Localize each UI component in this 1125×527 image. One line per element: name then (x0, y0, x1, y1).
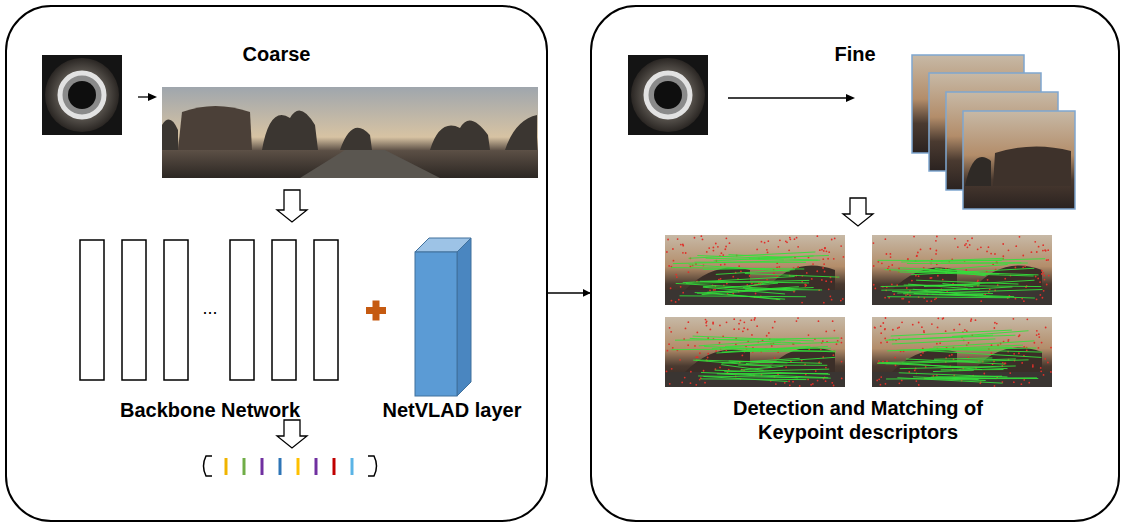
matching-image (665, 317, 845, 387)
small-arrow (138, 93, 157, 101)
hollow-arrow (843, 198, 873, 226)
network-layer (80, 240, 104, 380)
panel-title: Fine (592, 43, 1118, 66)
caption-label: NetVLAD layer (357, 398, 547, 422)
hollow-arrow (277, 190, 307, 222)
panel-box: Coarse (5, 5, 548, 522)
fisheye-image (628, 55, 708, 135)
network-layer (164, 240, 188, 380)
network-layer (230, 240, 254, 380)
panel-box: Fine (590, 5, 1120, 522)
caption-label: Detection and Matching of Keypoint descr… (713, 396, 1003, 444)
ellipsis-mark: ... (190, 296, 230, 320)
flow-arrow (548, 292, 590, 294)
caption-label: Backbone Network (80, 398, 340, 422)
network-layer (272, 240, 296, 380)
perspective-image (963, 111, 1075, 209)
network-layer (122, 240, 146, 380)
plus-sign (366, 301, 386, 321)
netvlad-block (415, 238, 471, 396)
panorama-image (162, 87, 538, 178)
matching-image (665, 235, 845, 305)
small-arrow (728, 94, 855, 102)
matching-image (872, 317, 1052, 387)
network-layer (314, 240, 338, 380)
panel-title: Coarse (7, 43, 546, 66)
fisheye-image (42, 55, 122, 135)
descriptor-vector (204, 456, 377, 476)
matching-image (872, 235, 1052, 305)
hollow-arrow (277, 420, 307, 448)
